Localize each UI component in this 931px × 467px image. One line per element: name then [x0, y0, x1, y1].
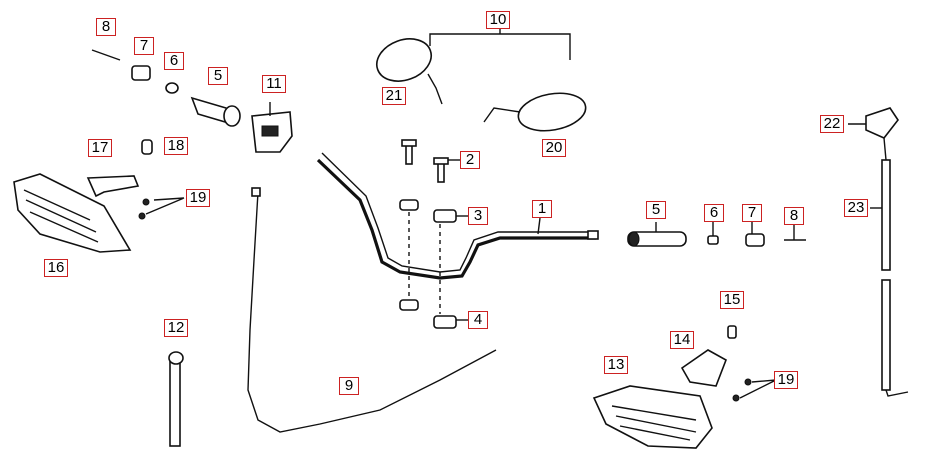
right-hand-guard — [592, 325, 777, 449]
callout-label-4: 4 — [468, 311, 488, 329]
mirrors — [376, 28, 587, 132]
clamp-assembly — [399, 139, 470, 329]
left-hand-guard — [13, 139, 185, 253]
callout-label-7-right: 7 — [742, 204, 762, 222]
callout-label-8-left: 8 — [96, 18, 116, 36]
callout-label-23: 23 — [844, 199, 868, 217]
callout-label-6-right: 6 — [704, 204, 724, 222]
callout-label-22: 22 — [820, 115, 844, 133]
callout-label-21: 21 — [382, 87, 406, 105]
callout-label-1: 1 — [532, 200, 552, 218]
callout-label-13: 13 — [604, 356, 628, 374]
cable-strap — [168, 351, 184, 447]
callout-label-12: 12 — [164, 319, 188, 337]
right-cable-assembly — [848, 107, 909, 397]
callout-label-17: 17 — [88, 139, 112, 157]
left-switch-housing — [251, 102, 293, 153]
callout-label-15: 15 — [720, 291, 744, 309]
right-grip-parts — [627, 222, 806, 247]
callout-label-7-left: 7 — [134, 37, 154, 55]
throttle-cable — [247, 187, 497, 433]
callout-label-14: 14 — [670, 331, 694, 349]
callout-label-11: 11 — [262, 75, 286, 93]
callout-label-6-left: 6 — [164, 52, 184, 70]
callout-label-18: 18 — [164, 137, 188, 155]
callout-label-3: 3 — [468, 207, 488, 225]
callout-label-2: 2 — [460, 151, 480, 169]
callout-label-19-left: 19 — [186, 189, 210, 207]
callout-label-9: 9 — [339, 377, 359, 395]
left-grip-parts — [91, 49, 241, 127]
callout-label-10: 10 — [486, 11, 510, 29]
callout-label-5-left: 5 — [208, 67, 228, 85]
callout-label-20: 20 — [542, 139, 566, 157]
callout-label-8-right: 8 — [784, 207, 804, 225]
callout-label-5-right: 5 — [646, 201, 666, 219]
callout-label-19-right: 19 — [774, 371, 798, 389]
callout-label-16: 16 — [44, 259, 68, 277]
